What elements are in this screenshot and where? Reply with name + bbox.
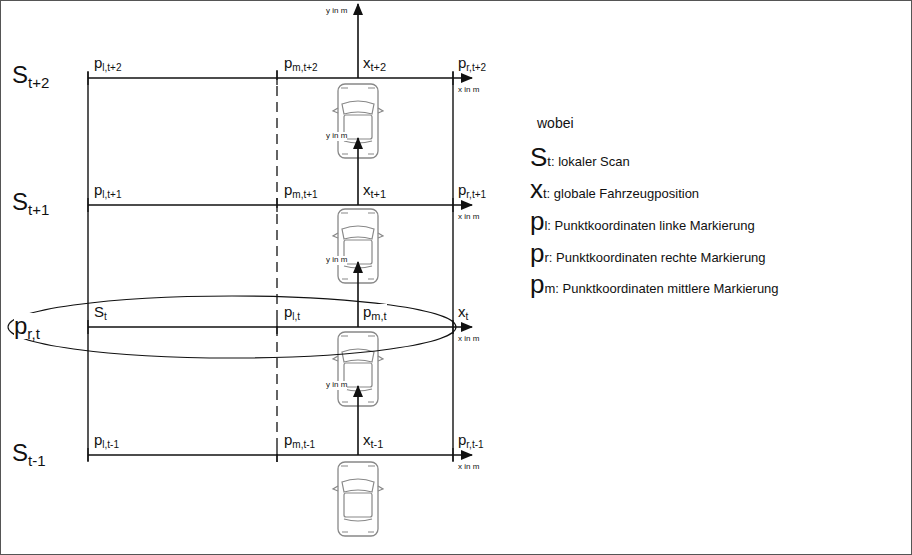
text-part: p [458,54,466,71]
text-part: S [530,142,547,172]
point-label: pl,t [284,304,300,321]
text-part: p [284,303,292,320]
text-part: t [104,311,107,322]
text-part: p [94,181,102,198]
text-part: t: lokaler Scan [547,154,629,169]
position-label: xt+2 [363,55,386,72]
text-part: r,t [27,325,40,342]
text-part: m,t [371,310,386,322]
axis-label: x in m [458,86,479,95]
scan-label: St+2 [12,62,49,88]
text-part: l,t+1 [102,189,121,200]
text-part: r,t+2 [466,62,486,73]
point-label: pm,t+2 [284,55,318,72]
text-part: p [284,181,292,198]
text-part: m,t-1 [292,439,315,450]
point-label: St [94,304,107,321]
text-part: p [94,431,102,448]
axis-label: x in m [458,335,479,344]
point-label: pr,t+1 [458,182,486,199]
point-label: pm,t+1 [284,182,318,199]
text-part: t+1 [28,201,49,218]
text-part: x [458,303,466,320]
text-part: p [458,431,466,448]
text-part: m,t+2 [292,62,317,73]
text-part: r,t-1 [466,439,483,450]
text-part: r: Punktkoordinaten rechte Markierung [544,250,765,265]
text-part: l,t+2 [102,62,121,73]
axis-label: y in m [326,7,347,16]
text-part: p [14,312,27,339]
text-part: t+2 [371,61,387,73]
text-part: x [363,431,371,448]
text-part: x [363,181,371,198]
text-part: r,t+1 [466,189,486,200]
legend-entry: St: lokaler Scan [530,143,630,172]
text-part: p [94,54,102,71]
text-part: t+1 [371,188,387,200]
point-label: pl,t+1 [94,182,122,199]
point-label: xt [458,304,468,321]
text-part: p [458,181,466,198]
point-label: pl,t+2 [94,55,122,72]
point-label: pl,t-1 [94,432,119,449]
text-part: m: Punktkoordinaten mittlere Markierung [544,281,778,296]
legend-entry: xt: globale Fahrzeugposition [530,175,699,204]
text-part: p [530,269,544,299]
text-part: l: Punktkoordinaten linke Markierung [544,218,754,233]
scan-label: St-1 [12,440,46,466]
point-label: pm,t-1 [284,432,315,449]
text-part: m,t+1 [292,189,317,200]
scan-label: St+1 [12,189,49,215]
text-part: S [94,303,104,320]
axis-label: y in m [326,132,347,141]
text-part: p [284,54,292,71]
scan-label: pr,t [14,313,40,339]
legend-heading: wobei [537,116,574,131]
point-label: pr,t-1 [458,432,484,449]
position-label: pm,t [363,304,387,321]
text-part: l,t [292,311,300,322]
text-part: S [12,439,28,466]
text-part: t-1 [371,438,384,450]
text-part: l,t-1 [102,439,119,450]
text-part: t: globale Fahrzeugposition [543,186,699,201]
text-part: p [363,303,371,320]
text-part: t+2 [28,74,49,91]
text-part: x [530,174,543,204]
axis-label: y in m [326,381,347,390]
position-label: xt+1 [363,182,386,199]
axis-label: x in m [458,213,479,222]
text-part: t-1 [28,452,46,469]
text-part: p [530,206,544,236]
text-part: p [284,431,292,448]
text-part: p [530,238,544,268]
text-part: S [12,61,28,88]
position-label: xt-1 [363,432,383,449]
legend-entry: pr: Punktkoordinaten rechte Markierung [530,239,766,268]
point-label: pr,t+2 [458,55,486,72]
legend-entry: pm: Punktkoordinaten mittlere Markierung [530,270,779,299]
legend-entry: pl: Punktkoordinaten linke Markierung [530,207,755,236]
axis-label: x in m [458,463,479,472]
text-part: t [466,311,469,322]
text-part: x [363,54,371,71]
text-part: S [12,188,28,215]
axis-label: y in m [326,256,347,265]
